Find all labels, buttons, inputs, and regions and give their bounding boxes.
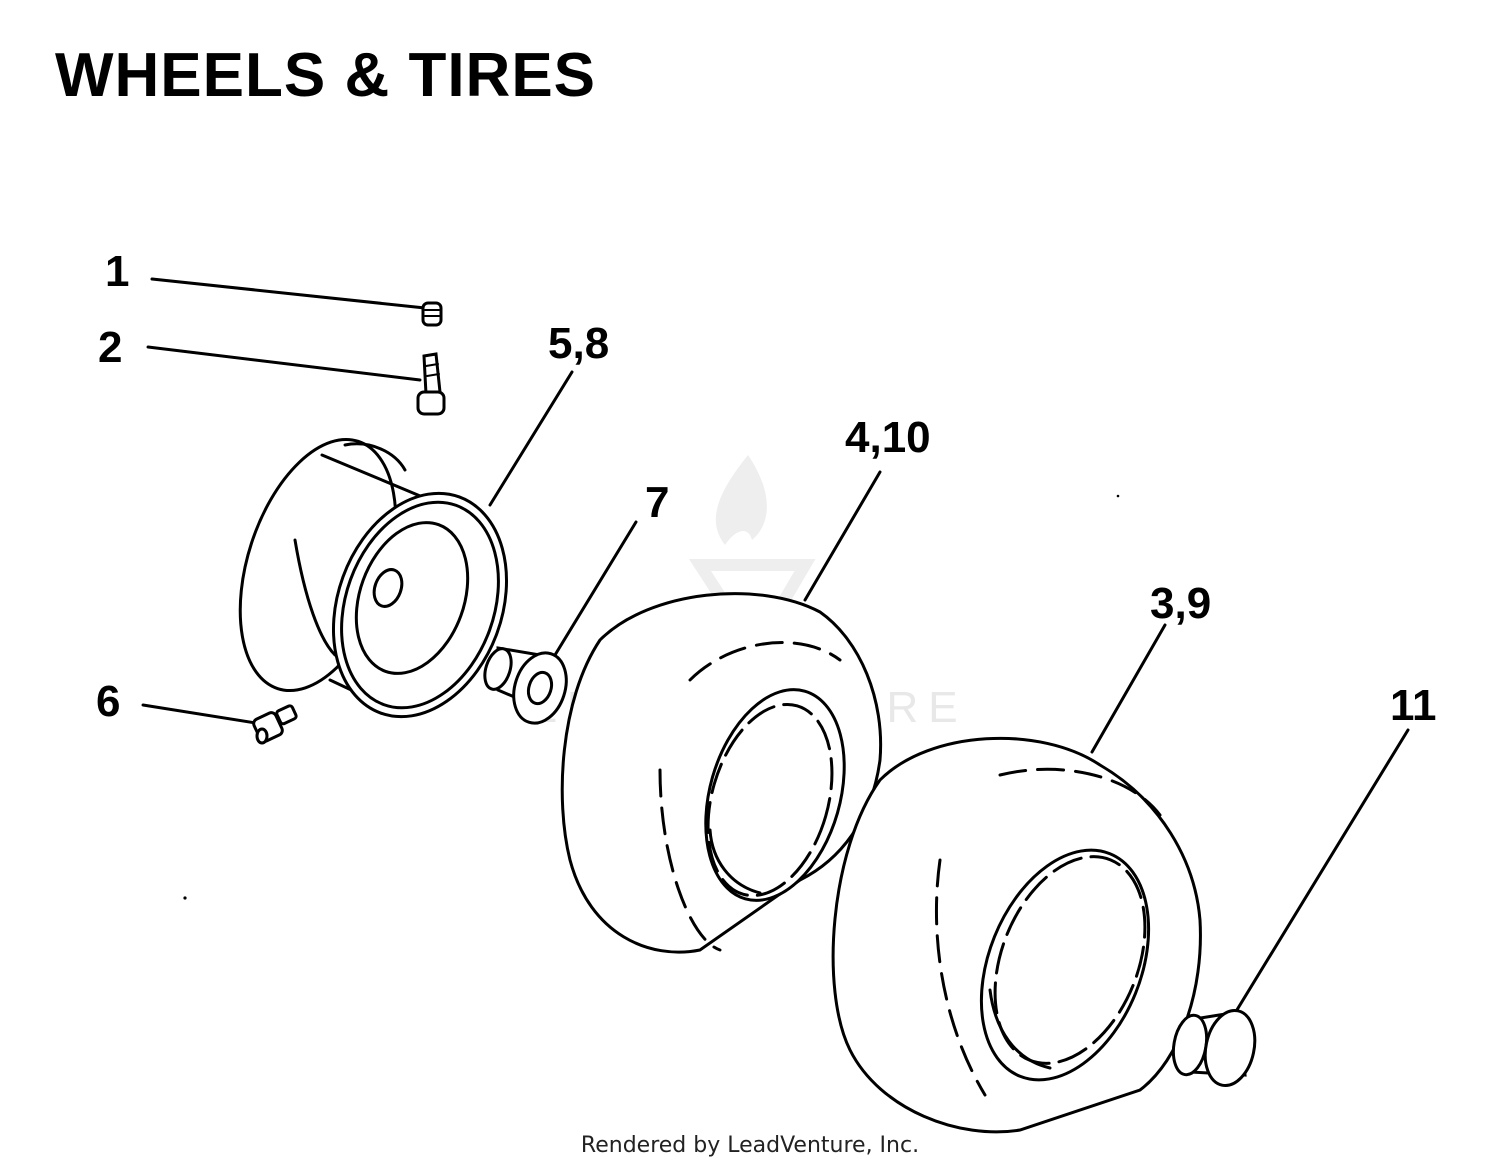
leader-line-11	[1230, 728, 1410, 1020]
leader-line-7	[553, 520, 638, 657]
callout-1: 1	[105, 247, 129, 296]
callout-6: 6	[96, 677, 120, 726]
valve-cap-part	[421, 301, 443, 327]
valve-stem-part	[416, 352, 446, 416]
bushing-part	[483, 646, 568, 725]
stray-dot	[1116, 494, 1120, 498]
leader-line-1	[150, 277, 427, 310]
wheel-rim-part	[238, 437, 509, 719]
callout-7: 7	[645, 478, 669, 527]
grease-fitting-part	[252, 704, 298, 745]
callout-11: 11	[1390, 681, 1437, 730]
footer-credit: Rendered by LeadVenture, Inc.	[580, 1133, 920, 1158]
watermark-flame-icon	[715, 455, 767, 545]
stray-dot	[183, 896, 187, 900]
leader-line-5-8	[488, 370, 574, 507]
callout-3-9: 3,9	[1150, 579, 1211, 628]
callout-4-10: 4,10	[845, 413, 931, 462]
callout-2: 2	[98, 323, 122, 372]
hub-cap-part	[1171, 1008, 1257, 1088]
leader-line-2	[146, 345, 422, 382]
page-title: WHEELS & TIRES	[55, 41, 597, 110]
leader-line-3-9	[1090, 623, 1167, 754]
rear-tire-part	[831, 736, 1202, 1134]
leader-line-4-10	[803, 470, 882, 602]
leader-line-6	[141, 703, 264, 726]
front-tire-part	[560, 592, 883, 954]
callout-5-8: 5,8	[548, 319, 609, 368]
